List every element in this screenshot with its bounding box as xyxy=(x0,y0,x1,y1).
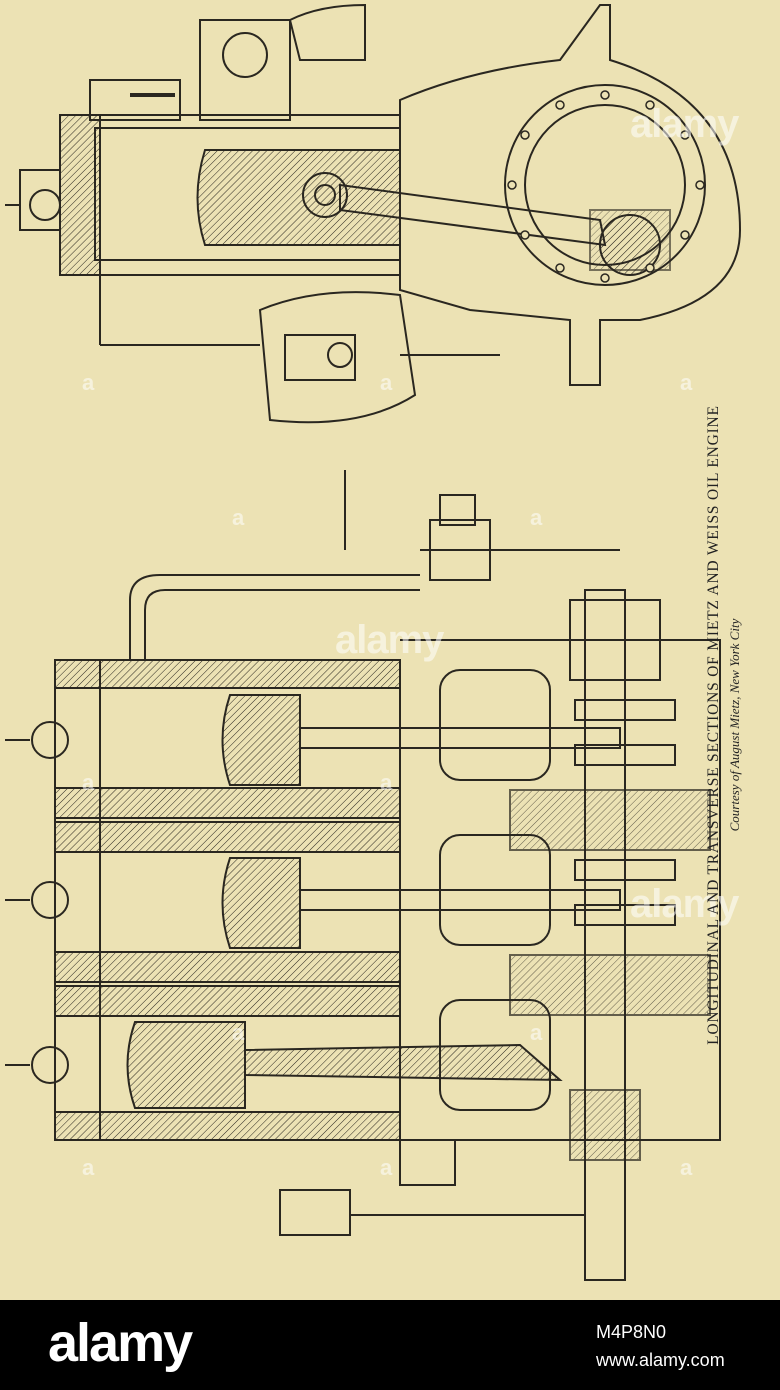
watermark-mark: a xyxy=(232,505,245,530)
figure-caption: LONGITUDINAL AND TRANSVERSE SECTIONS OF … xyxy=(705,150,743,1300)
watermark-mark: a xyxy=(232,1020,245,1045)
image-id: M4P8N0 xyxy=(596,1322,667,1342)
longitudinal-section xyxy=(5,470,721,1281)
watermark-mark: a xyxy=(530,505,543,530)
stock-footer-bar: alamy M4P8N0 www.alamy.com xyxy=(0,1300,780,1390)
watermark-logo: alamy xyxy=(630,882,739,926)
caption-title: LONGITUDINAL AND TRANSVERSE SECTIONS OF … xyxy=(705,405,722,1045)
watermark-mark: a xyxy=(82,370,95,395)
caption-credit: Courtesy of August Mietz, New York City xyxy=(727,618,742,832)
book-page: alamy alamy alamy a a a a a a a a a a a … xyxy=(0,0,780,1300)
watermark-mark: a xyxy=(530,1020,543,1045)
site-url: www.alamy.com xyxy=(596,1350,725,1370)
watermark-mark: a xyxy=(380,370,393,395)
watermark-mark: a xyxy=(82,1155,95,1180)
watermark-mark: a xyxy=(380,770,393,795)
alamy-logo: alamy xyxy=(48,1313,193,1373)
watermark-mark: a xyxy=(680,1155,693,1180)
transverse-section xyxy=(5,3,742,424)
watermark-logo: alamy xyxy=(335,618,444,662)
watermark-mark: a xyxy=(380,1155,393,1180)
watermark-mark: a xyxy=(680,370,693,395)
engine-drawing xyxy=(5,3,742,1281)
watermark-logo: alamy xyxy=(630,102,739,146)
watermark-mark: a xyxy=(82,770,95,795)
